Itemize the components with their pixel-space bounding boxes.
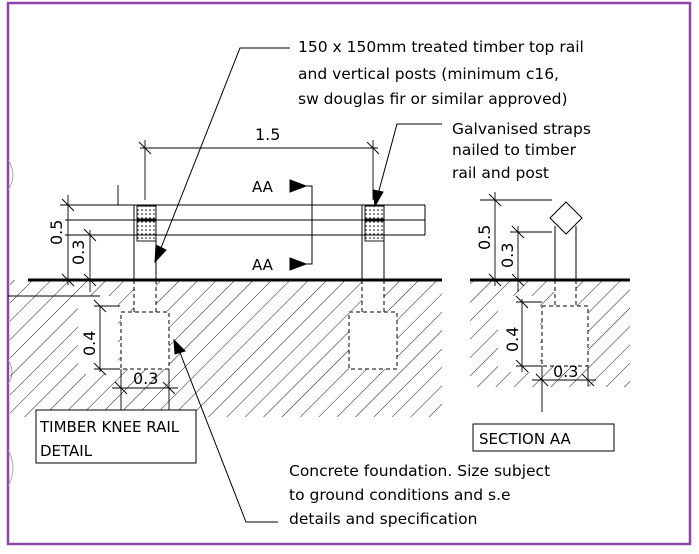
leader-concrete — [173, 338, 278, 523]
section-foundation-depth-label: 0.4 — [503, 327, 522, 352]
sheet-frame — [6, 1, 692, 546]
dim-foundation-left — [93, 299, 178, 414]
concrete-note-1: Concrete foundation. Size subject — [289, 462, 550, 480]
strap-left-bottom — [136, 220, 157, 242]
timber-note-1: 150 x 150mm treated timber top rail — [298, 38, 584, 56]
dim-rail-lower-label: 0.3 — [69, 240, 88, 265]
post-left-below — [134, 280, 156, 312]
section-rail-diamond — [549, 201, 583, 235]
dim-post-spacing-label: 1.5 — [255, 125, 280, 144]
section-foundation-mask — [542, 306, 588, 366]
strap-left-top — [136, 205, 157, 220]
concrete-note-2: to ground conditions and s.e — [289, 486, 511, 504]
section-title-box — [472, 423, 615, 452]
section-mark-bottom: AA — [252, 256, 274, 274]
detail-title-1: TIMBER KNEE RAIL — [39, 418, 180, 436]
section-foundation-width-label: 0.3 — [553, 362, 578, 381]
dim-post-spacing — [138, 140, 380, 200]
dim-rail-height — [60, 185, 130, 292]
foundation-right-mask — [349, 311, 397, 369]
detail-title-2: DETAIL — [40, 442, 93, 460]
foundation-left — [120, 311, 170, 370]
section-post — [554, 226, 577, 306]
strap-right-top — [364, 205, 385, 220]
dim-foundation-depth-label: 0.4 — [80, 331, 99, 356]
foundation-right — [348, 311, 398, 370]
section-dims — [480, 192, 596, 412]
section-foundation — [541, 305, 589, 367]
section-height-label: 0.5 — [475, 225, 494, 250]
post-right-below — [362, 280, 384, 312]
timber-note-3: sw douglas fir or similar approved) — [298, 90, 568, 108]
section-marker — [289, 179, 313, 271]
section-lower-label: 0.3 — [498, 243, 517, 268]
strap-right-bottom — [364, 220, 385, 242]
leader-straps — [372, 123, 442, 208]
straps-note-1: Galvanised straps — [452, 120, 591, 138]
concrete-note-3: details and specification — [289, 510, 477, 528]
timber-note-2: and vertical posts (minimum c16, — [298, 65, 559, 83]
foundation-left-mask — [121, 311, 169, 369]
section-title: SECTION AA — [479, 430, 572, 448]
section-mark-top: AA — [252, 178, 274, 196]
straps-note-3: rail and post — [452, 164, 549, 182]
section-dim-mask — [498, 296, 540, 372]
dim-left-mask — [78, 296, 118, 374]
section-post-mask — [554, 280, 576, 308]
straps-note-2: nailed to timber — [452, 141, 577, 159]
leader-timber — [154, 47, 290, 264]
detail-title-box — [35, 409, 197, 464]
dim-rail-height-label: 0.5 — [47, 220, 66, 245]
dim-foundation-width-label: 0.3 — [133, 369, 158, 388]
